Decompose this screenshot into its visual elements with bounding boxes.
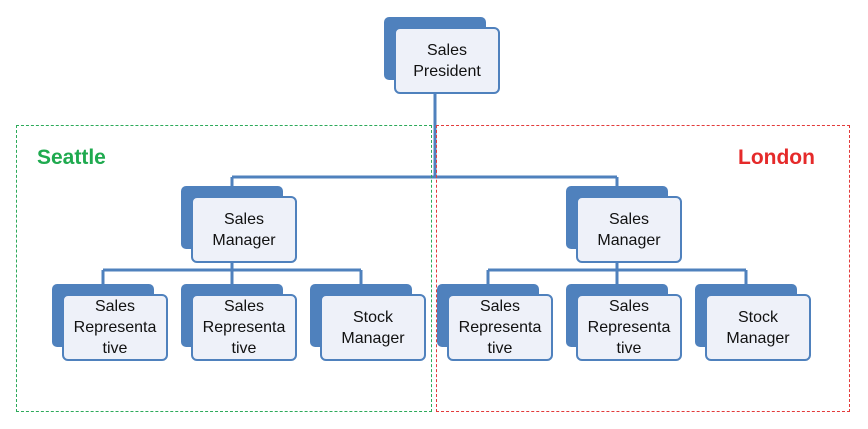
node-label: Stock Manager bbox=[726, 308, 790, 347]
seattle-region-box bbox=[16, 125, 432, 412]
node-label: Sales Representa tive bbox=[458, 298, 542, 357]
node-label: Sales Representa tive bbox=[73, 298, 157, 357]
seattle-region-label: Seattle bbox=[37, 146, 106, 169]
node-label: Sales Representa tive bbox=[202, 298, 286, 357]
london-region-box bbox=[436, 125, 850, 412]
node-label: Sales President bbox=[413, 41, 481, 80]
node-label: Sales Manager bbox=[212, 210, 276, 249]
node-label: Sales Manager bbox=[597, 210, 661, 249]
london-region-label: London bbox=[738, 146, 815, 169]
node-label: Sales Representa tive bbox=[587, 298, 671, 357]
node-label: Stock Manager bbox=[341, 308, 405, 347]
